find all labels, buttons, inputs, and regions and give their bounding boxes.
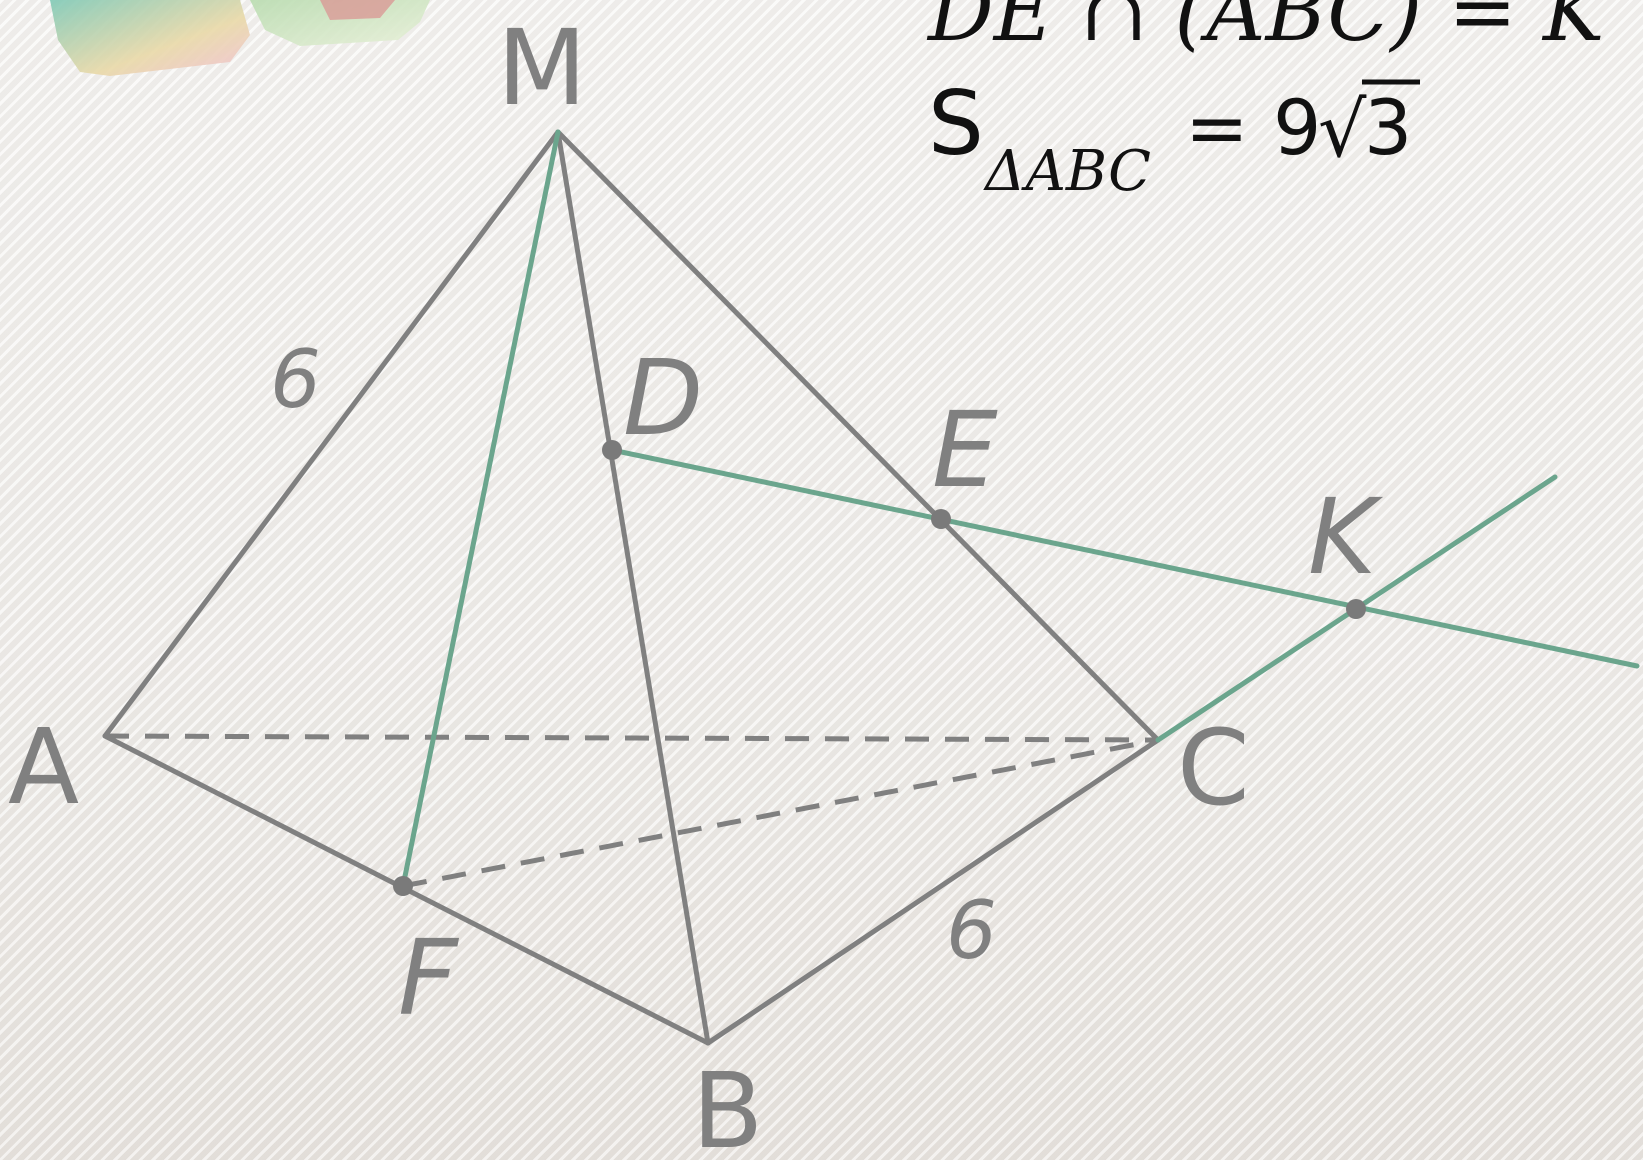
point-D [602,440,622,460]
length-AM: 6 [270,333,321,426]
formula-area-symbol: S [928,72,984,175]
edge-AC-hidden [104,733,1159,743]
edge-BC [705,737,1161,1046]
formula-area-subscript: ΔABC [983,139,1151,204]
label-B: B [692,1050,763,1160]
formula-area-equals: = [1185,83,1249,172]
line-MF [400,129,561,889]
edge-MB [555,129,711,1046]
cube-right-face [320,0,395,20]
edge-MA [102,129,561,739]
formula-intersection: DE ∩ (ABC) = K [926,0,1609,60]
label-A: A [8,706,79,828]
point-E [931,509,951,529]
cube-left [50,0,250,76]
formula-area-radical: √ [1318,85,1367,174]
formula-area-radicand: 3 [1364,83,1412,172]
label-E: E [932,389,998,511]
decor-cubes [50,0,430,76]
point-K [1346,599,1366,619]
edge-FC-hidden [402,737,1159,889]
label-K: K [1308,476,1384,598]
length-BC: 6 [946,884,997,977]
label-F: F [398,917,460,1039]
label-C: C [1177,707,1250,829]
point-F [393,876,413,896]
line-DK [609,447,1640,669]
label-M: M [497,7,587,129]
formula-area-coef: 9 [1273,83,1321,172]
label-D: D [623,337,703,459]
edge-MC [555,129,1161,743]
